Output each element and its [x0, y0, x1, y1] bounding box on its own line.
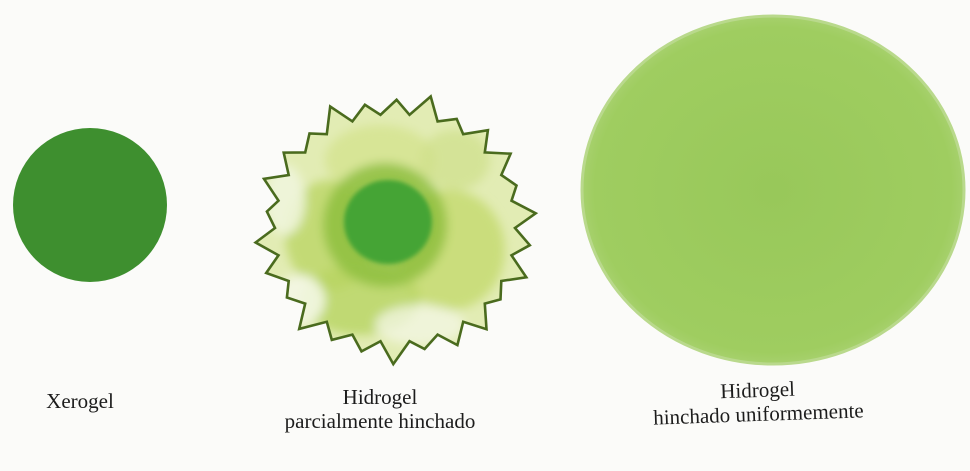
partial-hydrogel-label-line2: parcialmente hinchado: [250, 409, 510, 433]
partially-swollen-hydrogel: [256, 97, 536, 365]
partial-hydrogel-label: Hidrogel parcialmente hinchado: [250, 385, 510, 433]
uniformly-swollen-hydrogel: [582, 16, 964, 364]
partial-hydrogel-label-line1: Hidrogel: [250, 385, 510, 409]
xerogel-disc: [13, 128, 167, 282]
partial-hydrogel-core: [344, 180, 432, 264]
xerogel-label: Xerogel: [20, 389, 140, 413]
